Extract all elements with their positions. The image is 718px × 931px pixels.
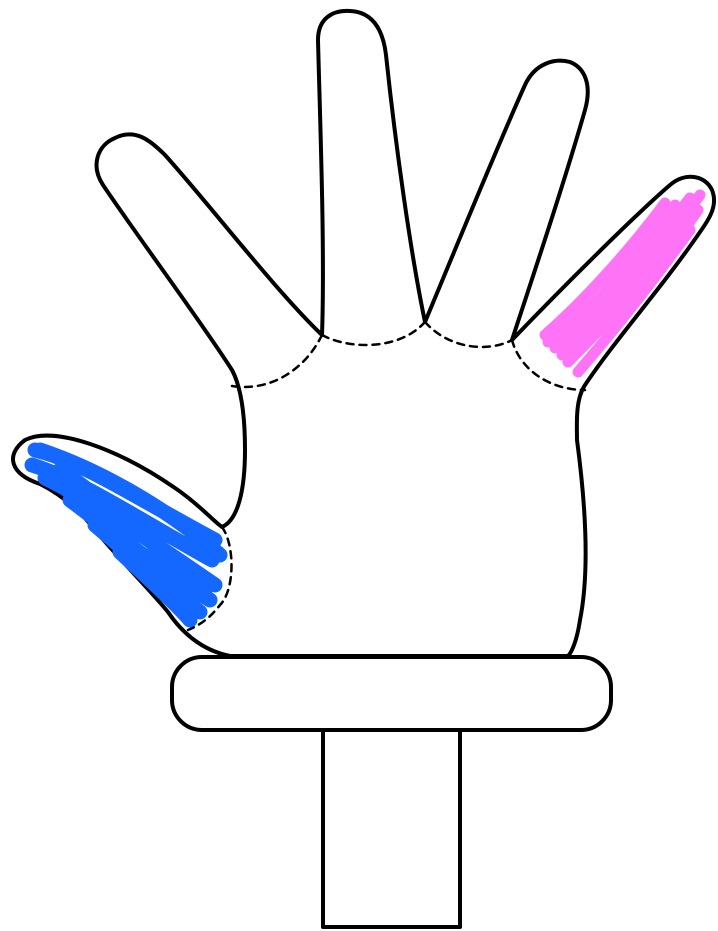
stand-post: [323, 725, 460, 927]
stand-cuff: [172, 657, 611, 730]
